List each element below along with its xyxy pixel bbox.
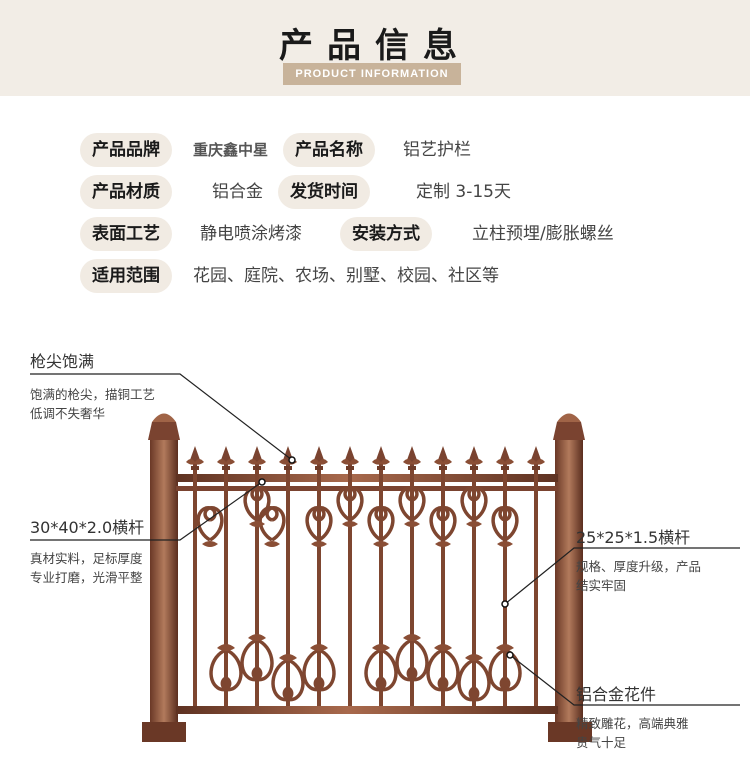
fence-illustration: [30, 373, 740, 742]
callout-rail-small-title: 25*25*1.5横杆: [576, 528, 691, 547]
spec-label-material: 产品材质: [80, 175, 172, 209]
spec-label-install: 安装方式: [340, 217, 432, 251]
upper-scrolls: [196, 486, 519, 549]
spec-label-brand: 产品品牌: [80, 133, 172, 167]
spec-label-name: 产品名称: [283, 133, 375, 167]
callout-rail-big-desc: 真材实料，足标厚度 专业打磨，光滑平整: [30, 551, 143, 585]
callout-rail-big-title: 30*40*2.0横杆: [30, 518, 145, 537]
spear-tops: [186, 446, 545, 470]
right-post: [548, 413, 592, 742]
spec-label-scope: 适用范围: [80, 259, 172, 293]
spec-label-delivery: 发货时间: [278, 175, 370, 209]
bottom-rail: [176, 706, 558, 714]
callout-spear-desc: 饱满的枪尖，描铜工艺 低调不失奢华: [30, 387, 156, 421]
page-subtitle: PRODUCT INFORMATION: [283, 63, 461, 85]
spec-value-surface: 静电喷涂烤漆: [200, 224, 302, 244]
spec-value-install: 立柱预埋/膨胀螺丝: [472, 224, 614, 244]
pickets: [193, 470, 538, 706]
header-banner: 产品信息 PRODUCT INFORMATION: [0, 0, 750, 96]
top-rail: [176, 474, 558, 482]
callout-flower-title: 铝合金花件: [576, 685, 657, 704]
callout-rail-small-desc: 规格、厚度升级，产品 结实牢固: [576, 559, 702, 593]
spec-label-surface: 表面工艺: [80, 217, 172, 251]
spec-value-delivery: 定制 3-15天: [416, 182, 511, 202]
spec-value-material: 铝合金: [212, 182, 263, 202]
page-title: 产品信息: [279, 26, 471, 66]
spec-value-name: 铝艺护栏: [403, 140, 471, 160]
callout-flower-desc: 精致雕花，高端典雅 贵气十足: [576, 716, 689, 750]
callout-leaders: [30, 373, 740, 706]
spec-value-brand: 重庆鑫中星: [193, 141, 269, 159]
left-post: [142, 413, 186, 742]
spec-value-scope: 花园、庭院、农场、别墅、校园、社区等: [193, 266, 499, 286]
callout-spear-title: 枪尖饱满: [30, 352, 95, 371]
